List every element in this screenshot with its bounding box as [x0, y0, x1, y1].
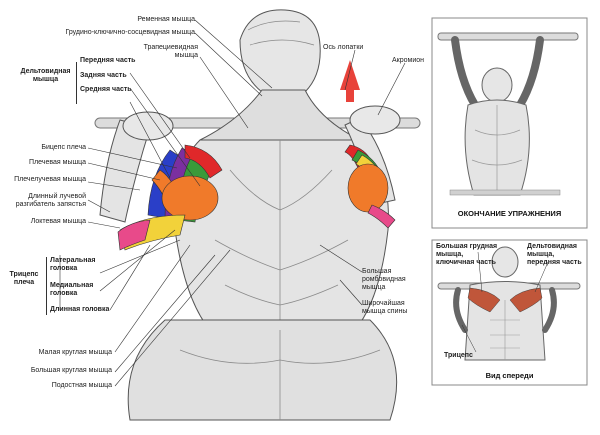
- forearm-left: [117, 219, 151, 251]
- triceps-bracket: [46, 257, 47, 315]
- inset-end-position: [431, 17, 588, 229]
- neck-trapezius: [199, 89, 361, 141]
- label-rhomboid-major: Большая ромбовидная мышца: [362, 268, 406, 291]
- label-ext-carpi: Длинный лучевой разгибатель запястья: [15, 193, 86, 208]
- rear-delt-left: [161, 175, 219, 221]
- inset-front-view: [431, 239, 588, 386]
- leader-lines: [59, 19, 406, 387]
- label-brachioradialis: Плечелучевая мышца: [14, 176, 86, 183]
- label-belt-muscle: Ременная мышца: [137, 16, 195, 23]
- label-sternocleido: Грудино-ключично-сосцевидная мышца: [65, 29, 195, 36]
- label-trapezius: Трапециевидная мышца: [143, 44, 198, 59]
- caption-end-of-exercise: ОКОНЧАНИЕ УПРАЖНЕНИЯ: [457, 209, 562, 218]
- left-forearm: [99, 119, 151, 223]
- head: [239, 9, 321, 93]
- right-hand: [349, 105, 401, 135]
- left-hand: [122, 111, 174, 141]
- middle-delt-right: [347, 163, 389, 213]
- label-triceps-group: Трицепс плеча: [9, 271, 39, 286]
- label-biceps: Бицепс плеча: [41, 144, 86, 151]
- front-delt-left: [184, 144, 223, 179]
- label-brachialis: Плечевая мышца: [29, 159, 86, 166]
- label-teres-minor: Малая круглая мышца: [38, 349, 112, 356]
- label-latissimus: Широчайшая мышца спины: [362, 300, 408, 315]
- label-rear-part: Задняя часть: [80, 72, 127, 79]
- label-teres-major: Большая круглая мышца: [30, 367, 112, 374]
- label-triceps-small: Трицепс: [444, 352, 473, 359]
- inset-bar: [437, 32, 579, 41]
- label-infraspinatus: Подостная мышца: [51, 382, 112, 389]
- label-triceps-medial: Медиальная головка: [50, 282, 94, 297]
- label-acromion: Акромион: [392, 57, 424, 64]
- deltoid-bracket: [76, 62, 77, 104]
- caption-front-view: Вид спереди: [485, 371, 534, 380]
- label-deltoid-group: Дельтовидная мышца: [20, 68, 71, 83]
- label-middle-part: Средняя часть: [80, 86, 132, 93]
- label-scapula-axis: Ось лопатки: [323, 44, 364, 51]
- label-triceps-lateral: Латеральная головка: [50, 257, 96, 272]
- forearm-right: [367, 204, 396, 229]
- right-arm-muscles: [344, 144, 396, 229]
- label-pec-major: Большая грудная мышца, ключичная часть: [436, 243, 498, 266]
- label-front-part: Передняя часть: [80, 57, 136, 64]
- label-delt-front-right: Дельтовидная мышца, передняя часть: [527, 243, 582, 266]
- label-triceps-long: Длинная головка: [50, 306, 110, 313]
- label-anconeus: Локтевая мышца: [30, 218, 86, 225]
- hips: [127, 319, 398, 421]
- up-arrow-icon: [340, 60, 360, 102]
